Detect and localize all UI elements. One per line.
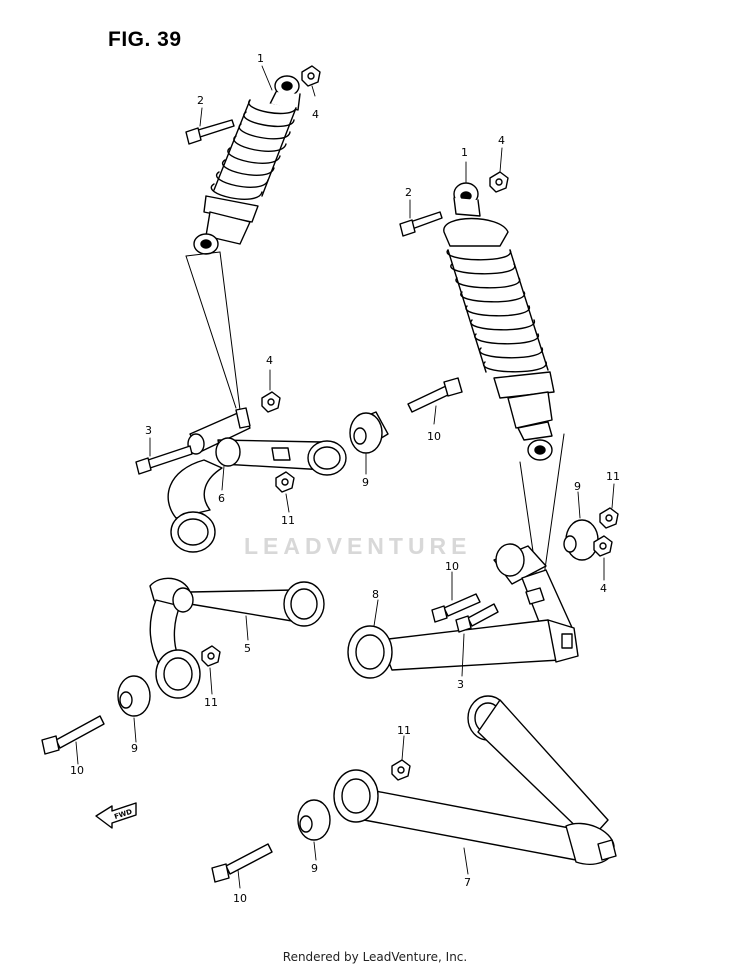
nut-11-right[interactable] bbox=[599, 507, 619, 529]
callout-4: 4 bbox=[600, 582, 607, 595]
callout-9: 9 bbox=[574, 480, 581, 493]
nut-11-upper[interactable] bbox=[275, 471, 295, 493]
shock-absorber-left[interactable] bbox=[193, 75, 301, 255]
callout-3: 3 bbox=[457, 678, 464, 691]
bushing-9-right[interactable] bbox=[563, 519, 599, 561]
arm-6-upper-left[interactable] bbox=[167, 407, 347, 553]
callout-9: 9 bbox=[311, 862, 318, 875]
footer-credit: Rendered by LeadVenture, Inc. bbox=[282, 950, 468, 964]
bushing-9-upper[interactable] bbox=[349, 411, 389, 454]
callout-11: 11 bbox=[281, 514, 295, 527]
bolt-2-right[interactable] bbox=[399, 211, 443, 237]
callout-6: 6 bbox=[218, 492, 225, 505]
callout-2: 2 bbox=[197, 94, 204, 107]
bolt-10-middle[interactable] bbox=[431, 593, 481, 623]
figure-title: FIG. 39 bbox=[108, 28, 182, 51]
bushing-9-lower[interactable] bbox=[297, 799, 331, 841]
callout-3: 3 bbox=[145, 424, 152, 437]
callout-11: 11 bbox=[606, 470, 620, 483]
callout-1: 1 bbox=[257, 52, 264, 65]
arm-5-left[interactable] bbox=[149, 577, 325, 699]
nut-4-right[interactable] bbox=[593, 535, 613, 557]
nut-4-top-left[interactable] bbox=[301, 65, 321, 87]
nut-11-left[interactable] bbox=[201, 645, 221, 667]
callout-10: 10 bbox=[445, 560, 459, 573]
callout-9: 9 bbox=[362, 476, 369, 489]
nut-4-middle-left[interactable] bbox=[261, 391, 281, 413]
shock-absorber-right[interactable] bbox=[443, 182, 555, 461]
callout-labels: 1 2 4 1 4 2 4 3 6 11 9 10 11 9 4 10 8 3 … bbox=[70, 52, 620, 905]
callout-10: 10 bbox=[427, 430, 441, 443]
bolt-3-right[interactable] bbox=[455, 603, 499, 633]
callout-10: 10 bbox=[70, 764, 84, 777]
bushing-9-left[interactable] bbox=[117, 675, 151, 717]
callout-10: 10 bbox=[233, 892, 247, 905]
bolt-2-left[interactable] bbox=[185, 119, 235, 145]
callout-11: 11 bbox=[397, 724, 411, 737]
nut-11-lower[interactable] bbox=[391, 759, 411, 781]
callout-11: 11 bbox=[204, 696, 218, 709]
callout-7: 7 bbox=[464, 876, 471, 889]
watermark: LEADVENTURE bbox=[244, 533, 472, 559]
callout-4: 4 bbox=[498, 134, 505, 147]
arm-7-lower[interactable] bbox=[333, 695, 617, 865]
bolt-10-lower[interactable] bbox=[211, 843, 273, 883]
leader-lines bbox=[75, 65, 615, 889]
callout-4: 4 bbox=[312, 108, 319, 121]
callout-5: 5 bbox=[244, 642, 251, 655]
callout-9: 9 bbox=[131, 742, 138, 755]
callout-4: 4 bbox=[266, 354, 273, 367]
callout-1: 1 bbox=[461, 146, 468, 159]
callout-2: 2 bbox=[405, 186, 412, 199]
arm-8-right[interactable] bbox=[347, 543, 579, 679]
exploded-view-drawing: 1 2 4 1 4 2 4 3 6 11 9 10 11 9 4 10 8 3 … bbox=[41, 52, 620, 905]
forward-arrow-icon bbox=[95, 802, 137, 829]
bolt-3-left[interactable] bbox=[135, 445, 193, 475]
nut-4-top-right[interactable] bbox=[489, 171, 509, 193]
callout-8: 8 bbox=[372, 588, 379, 601]
bolt-10-left[interactable] bbox=[41, 715, 105, 755]
bolt-10-upper[interactable] bbox=[407, 377, 463, 413]
